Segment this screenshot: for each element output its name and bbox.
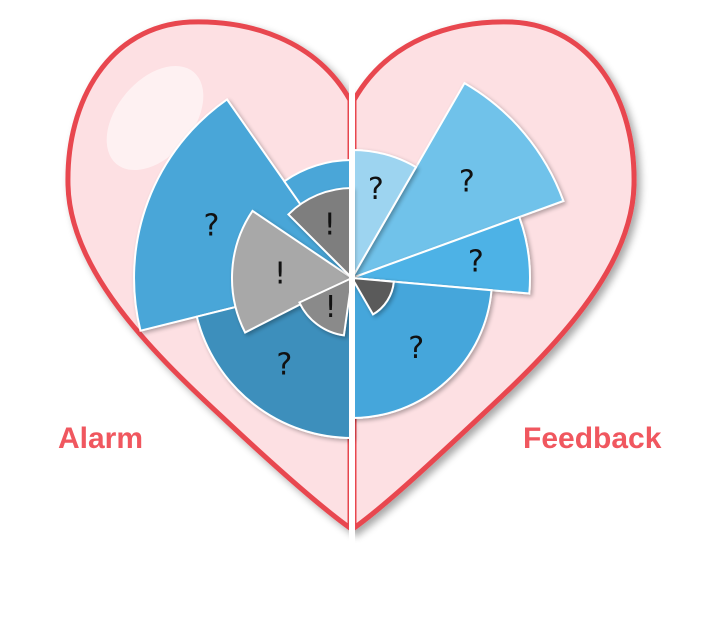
alarm-segment-3-mark: !	[274, 257, 286, 292]
alarm-segment-2-mark: ?	[276, 348, 292, 383]
center-divider	[349, 60, 355, 544]
feedback-segment-4-mark: ?	[408, 331, 424, 366]
feedback-segment-2-mark: ?	[459, 165, 475, 200]
alarm-segment-3	[231, 209, 354, 334]
alarm-segment-4-mark: !	[324, 207, 336, 242]
feedback-label: Feedback	[523, 422, 662, 455]
rose-segments: ??!!!????	[133, 81, 565, 440]
alarm-segment-1-mark: ?	[204, 209, 220, 244]
feedback-segment-5	[350, 276, 395, 316]
feedback-segment-3-mark: ?	[468, 245, 484, 280]
feedback-segment-2	[349, 81, 565, 280]
alarm-label: Alarm	[58, 422, 143, 455]
feedback-segment-4	[351, 276, 493, 420]
feedback-segment-1-mark: ?	[368, 172, 384, 207]
feedback-segment-3	[351, 215, 531, 295]
alarm-segment-5-mark: !	[325, 290, 337, 325]
alarm-segment-5	[298, 276, 354, 337]
